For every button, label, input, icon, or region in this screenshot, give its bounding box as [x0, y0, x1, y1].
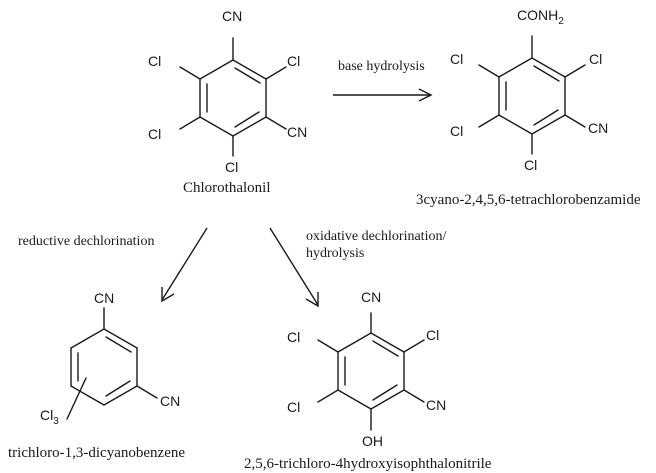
hydroxyisophthalonitrile-name: 2,5,6-trichloro-4hydroxyisophthalonitril… — [244, 456, 492, 472]
chlorothalonil-cl-upper-left: Cl — [148, 53, 161, 69]
dicyanobenzene-cn-lower-right: CN — [160, 393, 180, 409]
benzamide-conh-text: CONH — [517, 7, 558, 23]
oxidative-dechlorination-arrow — [269, 227, 319, 308]
dicyanobenzene-cl3-subscript: 3 — [53, 416, 59, 427]
dicyanobenzene-name: trichloro-1,3-dicyanobenzene — [8, 445, 185, 461]
base-hydrolysis-label: base hydrolysis — [338, 59, 425, 74]
chlorothalonil-ring — [199, 59, 267, 137]
hydroxyisophthalonitrile-structure: CN Cl Cl Cl CN OH 2,5,6-trichloro-4hydro… — [244, 289, 492, 472]
hydroxyisophthalonitrile-cn-lower-right: CN — [426, 397, 446, 413]
benzamide-structure: CONH2 Cl Cl Cl CN Cl 3cyano-2,4,5,6-tetr… — [416, 7, 641, 208]
benzamide-cl-bottom: Cl — [524, 157, 537, 173]
benzamide-ring — [498, 57, 566, 135]
hydroxyisophthalonitrile-oh-bottom: OH — [362, 433, 383, 449]
dicyanobenzene-cl3: Cl3 — [40, 407, 59, 427]
hydroxyisophthalonitrile-substituent-bonds — [317, 312, 425, 431]
benzamide-cl-upper-left: Cl — [450, 51, 463, 67]
chlorothalonil-cn-top: CN — [222, 8, 242, 24]
benzamide-substituent-bonds — [478, 35, 586, 155]
hydroxyisophthalonitrile-cn-top: CN — [361, 289, 381, 305]
hydroxyisophthalonitrile-ring — [337, 332, 405, 410]
hydroxyisophthalonitrile-cl-upper-left: Cl — [287, 329, 300, 345]
dicyanobenzene-cn-top: CN — [94, 290, 114, 306]
benzamide-cl-upper-right: Cl — [589, 51, 602, 67]
dicyanobenzene-substituent-bonds — [66, 307, 158, 420]
dicyanobenzene-ring — [70, 328, 138, 406]
chlorothalonil-cl-lower-left: Cl — [148, 126, 161, 142]
benzamide-cl-lower-left: Cl — [450, 123, 463, 139]
dicyanobenzene-structure: CN CN Cl3 trichloro-1,3-dicyanobenzene — [8, 290, 185, 461]
chlorothalonil-cl-upper-right: Cl — [287, 53, 300, 69]
reductive-dechlorination-arrow — [161, 227, 208, 303]
benzamide-conh2-top: CONH2 — [517, 7, 564, 27]
benzamide-conh2-subscript: 2 — [558, 16, 564, 27]
hydroxyisophthalonitrile-cl-lower-left: Cl — [287, 399, 300, 415]
reductive-dechlorination-label: reductive dechlorination — [18, 234, 154, 249]
hydroxyisophthalonitrile-cl-upper-right: Cl — [426, 327, 439, 343]
chlorothalonil-cn-lower-right: CN — [287, 124, 307, 140]
oxidative-dechlorination-label-line2: hydrolysis — [306, 246, 364, 261]
base-hydrolysis-arrow — [333, 88, 433, 102]
benzamide-name: 3cyano-2,4,5,6-tetrachlorobenzamide — [416, 192, 641, 208]
oxidative-dechlorination-label-line1: oxidative dechlorination/ — [306, 229, 446, 244]
chlorothalonil-structure: CN Cl Cl Cl CN Cl Chlorothalonil — [148, 8, 307, 196]
benzamide-cn-lower-right: CN — [588, 120, 608, 136]
chlorothalonil-cl-bottom: Cl — [225, 159, 238, 175]
chlorothalonil-name: Chlorothalonil — [183, 180, 271, 196]
dicyanobenzene-cl-text: Cl — [40, 407, 53, 423]
chlorothalonil-substituent-bonds — [179, 37, 287, 157]
